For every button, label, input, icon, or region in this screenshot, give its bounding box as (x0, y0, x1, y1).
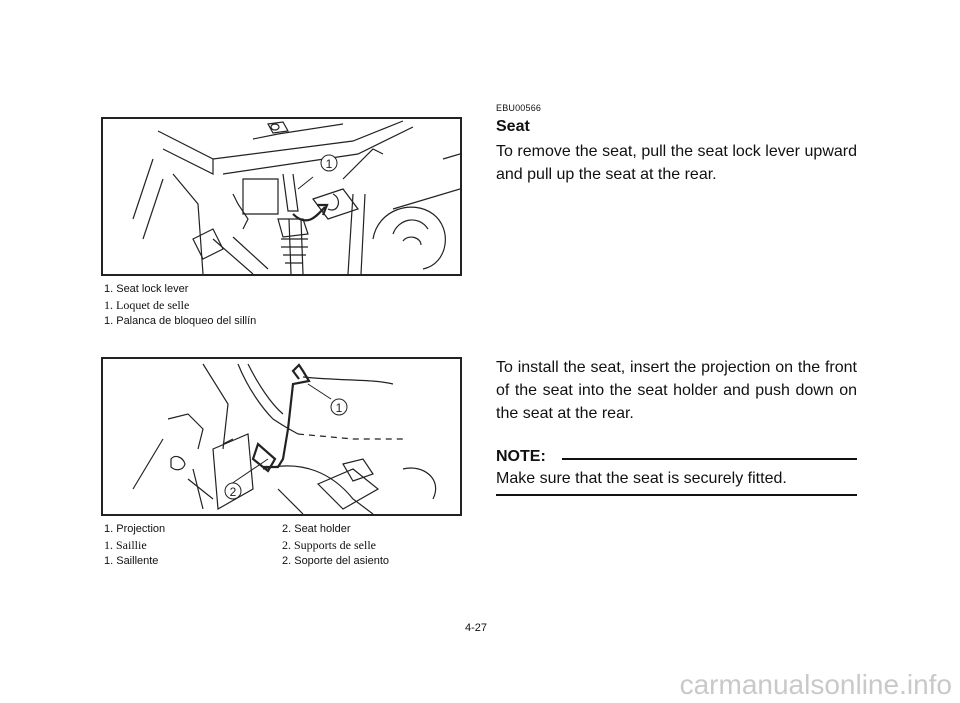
note-rule-top (562, 458, 857, 460)
install-seat-paragraph: To install the seat, insert the projecti… (496, 359, 857, 422)
figure1-caption-en: 1. Seat lock lever (104, 283, 189, 295)
note-label: NOTE: (496, 448, 546, 465)
figure-seat-lock-lever: 1 (101, 117, 462, 276)
section-heading: Seat (496, 118, 530, 135)
figure2-caption-fr-2: 2. Supports de selle (282, 538, 376, 552)
figure2-caption-es-1: 1. Saillente (104, 555, 159, 567)
seat-installation-illustration: 1 2 (132, 363, 437, 514)
section-code: EBU00566 (496, 103, 542, 113)
watermark: carmanualsonline.info (679, 669, 952, 700)
figure2-caption-en-1: 1. Projection (104, 523, 166, 535)
seat-lock-illustration: 1 (132, 120, 460, 274)
figure2-callout-2: 2 (230, 485, 237, 499)
figure1-caption-es: 1. Palanca de bloqueo del sillín (104, 315, 257, 327)
note-rule-bottom (496, 494, 857, 496)
remove-seat-paragraph: To remove the seat, pull the seat lock l… (496, 143, 857, 183)
note-text: Make sure that the seat is securely fitt… (496, 470, 787, 487)
figure1-caption-fr: 1. Loquet de selle (104, 298, 190, 312)
figure1-callout-1: 1 (326, 157, 333, 171)
figure2-callout-1: 1 (336, 401, 343, 415)
note-header: NOTE: (496, 448, 857, 470)
page-number: 4-27 (465, 622, 488, 634)
figure2-caption-en-2: 2. Seat holder (282, 523, 351, 535)
figure-seat-installation: 1 2 (101, 357, 462, 516)
figure2-caption-es-2: 2. Soporte del asiento (282, 555, 390, 567)
figure2-caption-fr-1: 1. Saillie (104, 538, 147, 552)
